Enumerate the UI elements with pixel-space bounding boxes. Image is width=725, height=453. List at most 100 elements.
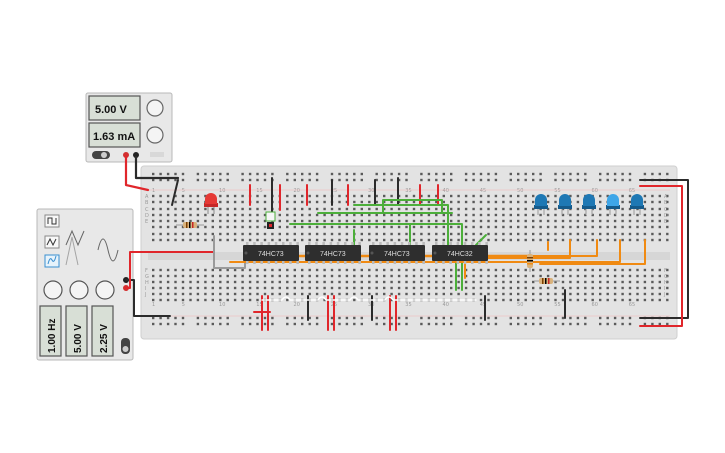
breadboard-hole[interactable] [181,298,185,302]
breadboard-hole[interactable] [397,213,401,217]
breadboard-hole[interactable] [204,232,207,236]
breadboard-hole[interactable] [353,268,356,272]
breadboard-hole[interactable] [315,316,319,320]
breadboard-hole[interactable] [315,219,319,223]
breadboard-hole[interactable] [509,178,512,182]
breadboard-hole[interactable] [189,207,192,211]
breadboard-hole[interactable] [330,292,334,296]
breadboard-hole[interactable] [479,292,483,296]
breadboard-hole[interactable] [621,316,624,320]
breadboard-hole[interactable] [159,268,162,272]
breadboard-hole[interactable] [248,274,252,278]
breadboard-hole[interactable] [599,200,602,204]
breadboard-hole[interactable] [196,280,200,284]
breadboard-hole[interactable] [569,280,572,284]
breadboard-hole[interactable] [450,232,453,236]
breadboard-hole[interactable] [315,238,319,242]
breadboard-hole[interactable] [241,280,244,284]
breadboard-hole[interactable] [375,194,378,198]
breadboard-hole[interactable] [360,194,363,198]
breadboard-hole[interactable] [152,219,155,223]
breadboard-hole[interactable] [606,213,609,217]
breadboard-hole[interactable] [606,298,609,302]
breadboard-hole[interactable] [599,238,602,242]
breadboard-hole[interactable] [248,280,252,284]
breadboard-hole[interactable] [226,238,229,242]
breadboard-hole[interactable] [621,322,624,326]
breadboard-hole[interactable] [450,219,453,223]
breadboard-hole[interactable] [576,268,580,272]
breadboard-hole[interactable] [658,213,661,217]
breadboard-hole[interactable] [651,219,654,223]
breadboard-hole[interactable] [345,292,349,296]
breadboard-hole[interactable] [479,200,483,204]
breadboard-hole[interactable] [621,207,624,211]
breadboard-hole[interactable] [189,280,192,284]
breadboard-hole[interactable] [308,200,311,204]
breadboard-hole[interactable] [405,286,408,290]
breadboard-hole[interactable] [427,172,431,176]
breadboard-hole[interactable] [532,292,535,296]
breadboard-hole[interactable] [226,213,229,217]
breadboard-hole[interactable] [591,292,594,296]
breadboard-hole[interactable] [211,280,214,284]
breadboard-hole[interactable] [345,172,349,176]
breadboard-hole[interactable] [204,178,207,182]
breadboard-hole[interactable] [524,207,527,211]
breadboard-hole[interactable] [368,274,371,278]
breadboard-hole[interactable] [442,172,445,176]
breadboard-hole[interactable] [524,219,527,223]
breadboard-hole[interactable] [412,225,416,229]
breadboard-hole[interactable] [509,200,512,204]
breadboard-hole[interactable] [450,172,453,176]
breadboard-hole[interactable] [599,286,602,290]
breadboard-hole[interactable] [621,200,624,204]
breadboard-hole[interactable] [189,292,192,296]
negative-terminal[interactable] [133,152,139,158]
breadboard-hole[interactable] [464,232,468,236]
breadboard-hole[interactable] [517,200,520,204]
breadboard-hole[interactable] [152,213,155,217]
breadboard-hole[interactable] [442,207,445,211]
breadboard-hole[interactable] [591,213,594,217]
breadboard-hole[interactable] [666,225,669,229]
breadboard-hole[interactable] [613,225,617,229]
breadboard-hole[interactable] [561,238,565,242]
breadboard-hole[interactable] [390,219,393,223]
breadboard-hole[interactable] [435,316,438,320]
breadboard-hole[interactable] [211,207,214,211]
breadboard-hole[interactable] [301,238,304,242]
breadboard-hole[interactable] [263,213,267,217]
breadboard-hole[interactable] [420,219,423,223]
breadboard-hole[interactable] [233,207,237,211]
breadboard-hole[interactable] [360,292,363,296]
breadboard-hole[interactable] [248,213,252,217]
breadboard-hole[interactable] [606,225,609,229]
breadboard-hole[interactable] [263,172,267,176]
breadboard-hole[interactable] [636,219,639,223]
breadboard-hole[interactable] [345,268,349,272]
breadboard-hole[interactable] [479,322,483,326]
breadboard-hole[interactable] [651,213,654,217]
breadboard-hole[interactable] [539,225,542,229]
breadboard-hole[interactable] [211,298,214,302]
breadboard-hole[interactable] [576,194,580,198]
breadboard-hole[interactable] [621,298,624,302]
breadboard-hole[interactable] [472,232,475,236]
breadboard-hole[interactable] [233,286,237,290]
breadboard-hole[interactable] [502,268,505,272]
breadboard-hole[interactable] [226,219,229,223]
breadboard-hole[interactable] [345,322,349,326]
breadboard-hole[interactable] [427,292,431,296]
breadboard-hole[interactable] [323,194,326,198]
breadboard-hole[interactable] [211,268,214,272]
breadboard-hole[interactable] [397,232,401,236]
breadboard-hole[interactable] [152,316,155,320]
breadboard-hole[interactable] [181,274,185,278]
breadboard-hole[interactable] [613,238,617,242]
breadboard-hole[interactable] [323,274,326,278]
breadboard-hole[interactable] [420,274,423,278]
breadboard-hole[interactable] [397,194,401,198]
breadboard-hole[interactable] [286,194,289,198]
breadboard-hole[interactable] [517,322,520,326]
